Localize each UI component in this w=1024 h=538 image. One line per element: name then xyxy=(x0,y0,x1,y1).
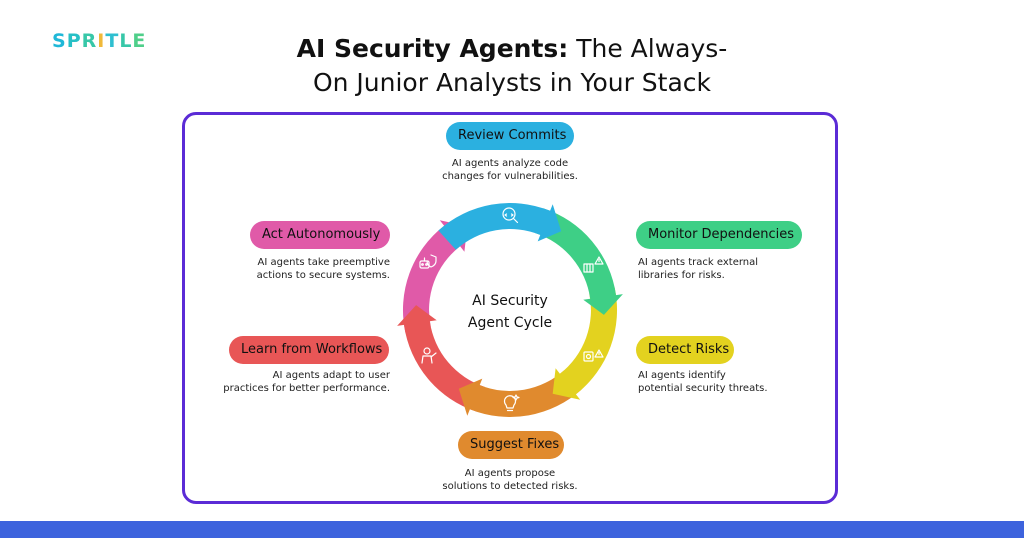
code-search-icon xyxy=(502,207,519,224)
step-desc-review-commits: AI agents analyze code changes for vulne… xyxy=(410,158,610,183)
logo-letter: S xyxy=(52,30,67,52)
desc-line: changes for vulnerabilities. xyxy=(442,170,578,182)
ring-segment-review-commits xyxy=(438,203,562,250)
page-title: AI Security Agents: The Always- On Junio… xyxy=(0,32,1024,100)
title-line-1: AI Security Agents: The Always- xyxy=(0,32,1024,66)
title-rest: The Always- xyxy=(568,34,728,63)
ring-icons xyxy=(419,207,604,412)
step-pill-learn-from-workflows: Learn from Workflows xyxy=(229,336,389,364)
desc-line: AI agents identify xyxy=(638,370,726,381)
ring-segment-act-autonomously xyxy=(402,220,468,333)
logo-letter: I xyxy=(97,30,106,52)
step-pill-act-autonomously: Act Autonomously xyxy=(250,221,390,249)
ring-segment-monitor-dependencies xyxy=(535,208,623,315)
diagram-frame xyxy=(182,112,838,504)
desc-line: practices for better performance. xyxy=(223,382,390,394)
desc-line: AI agents take preemptive xyxy=(257,257,390,268)
desc-line: actions to secure systems. xyxy=(256,269,390,281)
logo-letter: E xyxy=(132,30,147,52)
step-pill-suggest-fixes: Suggest Fixes xyxy=(458,431,564,459)
step-pill-detect-risks: Detect Risks xyxy=(636,336,734,364)
lightbulb-icon xyxy=(503,394,520,412)
step-desc-detect-risks: AI agents identify potential security th… xyxy=(638,370,818,395)
ring-segment-suggest-fixes xyxy=(458,370,582,417)
step-pill-review-commits: Review Commits xyxy=(446,122,574,150)
ring-segment-detect-risks xyxy=(552,287,618,400)
desc-line: potential security threats. xyxy=(638,382,768,394)
bottom-color-bar xyxy=(0,521,1024,538)
logo-letter: P xyxy=(66,30,82,52)
robot-shield-icon xyxy=(419,254,437,269)
ring-segments xyxy=(397,203,623,417)
center-line-2: Agent Cycle xyxy=(467,315,553,331)
step-desc-act-autonomously: AI agents take preemptive actions to sec… xyxy=(190,257,390,282)
center-line-1: AI Security xyxy=(472,293,548,309)
logo-letter: T xyxy=(105,30,120,52)
sprite-logo: SPRITLE xyxy=(52,30,146,52)
desc-line: solutions to detected risks. xyxy=(442,480,578,492)
step-desc-monitor-dependencies: AI agents track external libraries for r… xyxy=(638,257,818,282)
desc-line: AI agents adapt to user xyxy=(272,370,390,381)
desc-line: AI agents analyze code xyxy=(451,158,569,169)
library-alert-icon xyxy=(583,256,604,273)
title-line-2: On Junior Analysts in Your Stack xyxy=(312,68,712,97)
threat-detect-icon xyxy=(583,349,604,362)
logo-letter: R xyxy=(81,30,98,52)
desc-line: libraries for risks. xyxy=(638,269,725,281)
learning-person-icon xyxy=(421,347,437,364)
desc-line: AI agents propose xyxy=(464,468,556,479)
step-pill-monitor-dependencies: Monitor Dependencies xyxy=(636,221,802,249)
step-desc-learn-from-workflows: AI agents adapt to user practices for be… xyxy=(190,370,390,395)
step-desc-suggest-fixes: AI agents propose solutions to detected … xyxy=(410,468,610,493)
cycle-center-label: AI Security Agent Cycle xyxy=(430,290,590,334)
desc-line: AI agents track external xyxy=(638,257,759,268)
logo-letter: L xyxy=(119,30,133,52)
title-bold: AI Security Agents: xyxy=(296,34,569,63)
ring-segment-learn-from-workflows xyxy=(397,305,485,412)
